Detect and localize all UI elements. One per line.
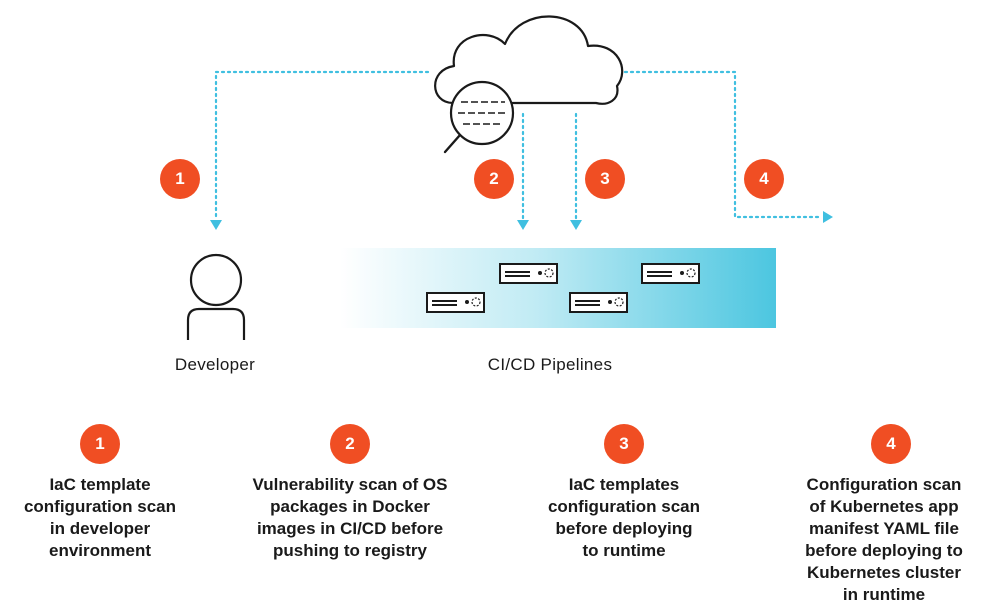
step-3-line: configuration scan xyxy=(547,497,701,516)
step-2-description: Vulnerability scan of OS packages in Doc… xyxy=(225,474,475,562)
step-4-line: Configuration scan xyxy=(806,475,962,494)
step-3-line: IaC templates xyxy=(568,475,680,494)
step-badge-4: 4 xyxy=(871,424,911,464)
step-3-description: IaC templates configuration scan before … xyxy=(529,474,719,562)
arrow-to-developer xyxy=(214,70,430,222)
step-1-description: IaC template configuration scan in devel… xyxy=(10,474,190,562)
step-2-line: packages in Docker xyxy=(270,497,430,516)
step-1-line: configuration scan xyxy=(23,497,177,516)
server-icon xyxy=(569,292,628,313)
step-4-description: Configuration scan of Kubernetes app man… xyxy=(786,474,982,606)
magnifier-icon xyxy=(443,80,515,154)
step-2-line: pushing to registry xyxy=(273,541,427,560)
step-3-line: before deploying xyxy=(555,519,693,538)
pipelines-label: CI/CD Pipelines xyxy=(487,355,613,374)
arrowhead-runtime xyxy=(823,211,833,223)
step-4-line: before deploying to xyxy=(805,541,963,560)
connector-arrows xyxy=(214,70,824,222)
arrowhead-pipeline-2 xyxy=(517,220,529,230)
step-badge-2: 2 xyxy=(330,424,370,464)
server-icon xyxy=(499,263,558,284)
step-2-line: images in CI/CD before xyxy=(256,519,444,538)
developer-label: Developer xyxy=(174,355,256,374)
server-icon xyxy=(641,263,700,284)
step-1-line: in developer xyxy=(49,519,151,538)
step-4-line: of Kubernetes app xyxy=(809,497,959,516)
top-badge-2: 2 xyxy=(474,159,514,199)
step-4-line: Kubernetes cluster xyxy=(807,563,961,582)
top-badge-3: 3 xyxy=(585,159,625,199)
step-badge-1: 1 xyxy=(80,424,120,464)
step-4-line: in runtime xyxy=(842,585,926,604)
step-2-line: Vulnerability scan of OS xyxy=(252,475,448,494)
pipeline-band xyxy=(340,248,776,328)
arrow-to-runtime xyxy=(623,70,824,219)
step-1-line: environment xyxy=(48,541,152,560)
developer-icon xyxy=(186,253,246,340)
step-3-line: to runtime xyxy=(582,541,666,560)
arrowhead-pipeline-3 xyxy=(570,220,582,230)
step-badge-3: 3 xyxy=(604,424,644,464)
arrowhead-developer xyxy=(210,220,222,230)
arrow-heads xyxy=(210,211,833,230)
top-badge-4: 4 xyxy=(744,159,784,199)
step-4-line: manifest YAML file xyxy=(809,519,959,538)
top-badge-1: 1 xyxy=(160,159,200,199)
server-icon xyxy=(426,292,485,313)
step-1-line: IaC template xyxy=(49,475,151,494)
